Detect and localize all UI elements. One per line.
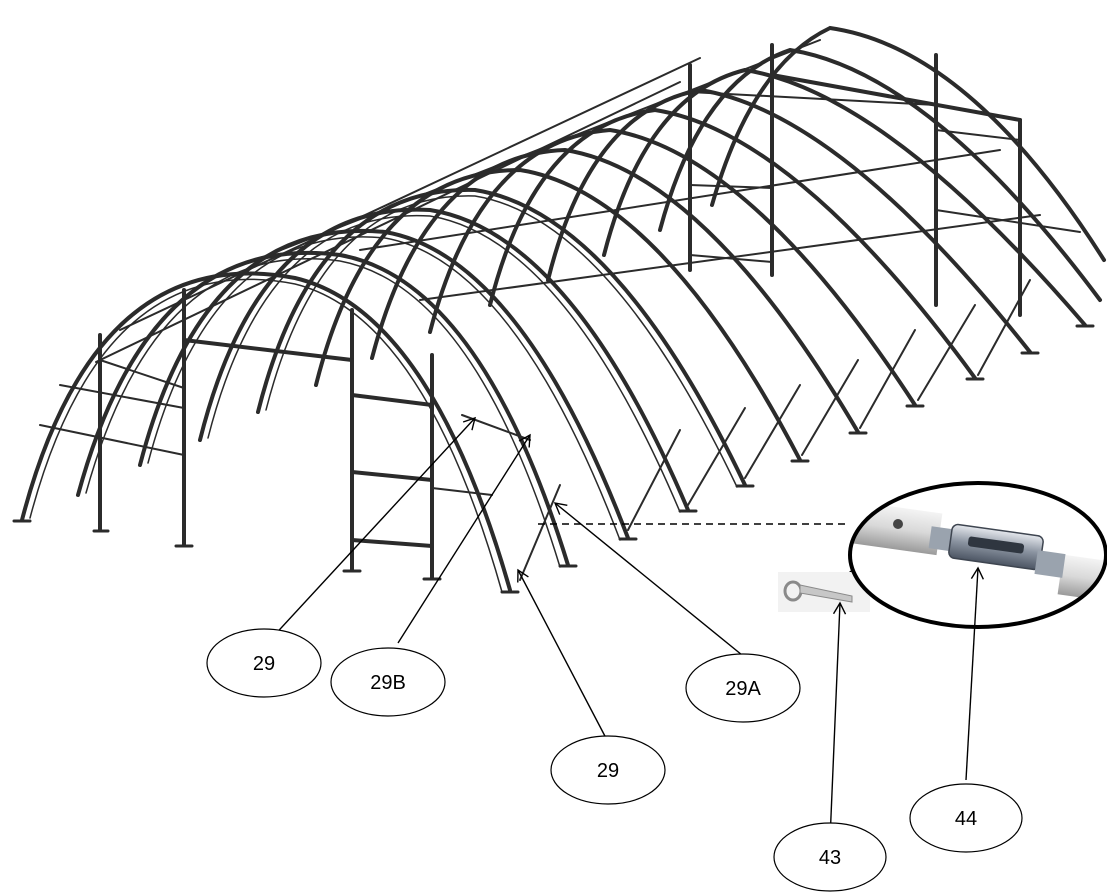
callout-43: 43 (773, 822, 887, 892)
arrow-44 (965, 566, 985, 781)
arch-ribs (20, 25, 1106, 592)
turnbuckle-detail (848, 481, 1107, 629)
callout-arrows (269, 416, 985, 841)
arrow-29-left (269, 416, 476, 641)
front-end-wall (98, 288, 434, 580)
tunnel-frame (12, 25, 1106, 594)
arrow-29-bottom (517, 568, 608, 741)
side-diagonal-braces (519, 279, 1031, 581)
detail-circle (848, 481, 1107, 629)
callout-label: 29A (725, 678, 761, 700)
arrow-29a (553, 502, 743, 656)
callout-29a: 29A (685, 653, 801, 723)
callout-label: 29 (253, 653, 275, 675)
callout-label: 29B (370, 672, 406, 694)
callout-29b: 29B (330, 647, 446, 717)
purlins (95, 39, 1041, 363)
arrow-43 (829, 601, 847, 841)
callout-29-bottom: 29 (550, 735, 666, 805)
callout-label: 29 (597, 760, 619, 782)
pin-part (778, 572, 870, 612)
callout-29-left: 29 (206, 628, 322, 698)
rear-end-wall (688, 43, 1022, 317)
rear-wall-braces (689, 91, 1081, 263)
callout-44: 44 (909, 783, 1023, 853)
base-plates (12, 324, 1095, 594)
callout-label: 43 (819, 847, 841, 869)
arch-rib-inner (29, 195, 738, 593)
arrow-29b (397, 433, 531, 644)
front-wall-braces (39, 359, 531, 496)
callout-bubbles: 29 29B 29A 29 43 44 (206, 628, 1023, 892)
callout-label: 44 (955, 808, 977, 830)
